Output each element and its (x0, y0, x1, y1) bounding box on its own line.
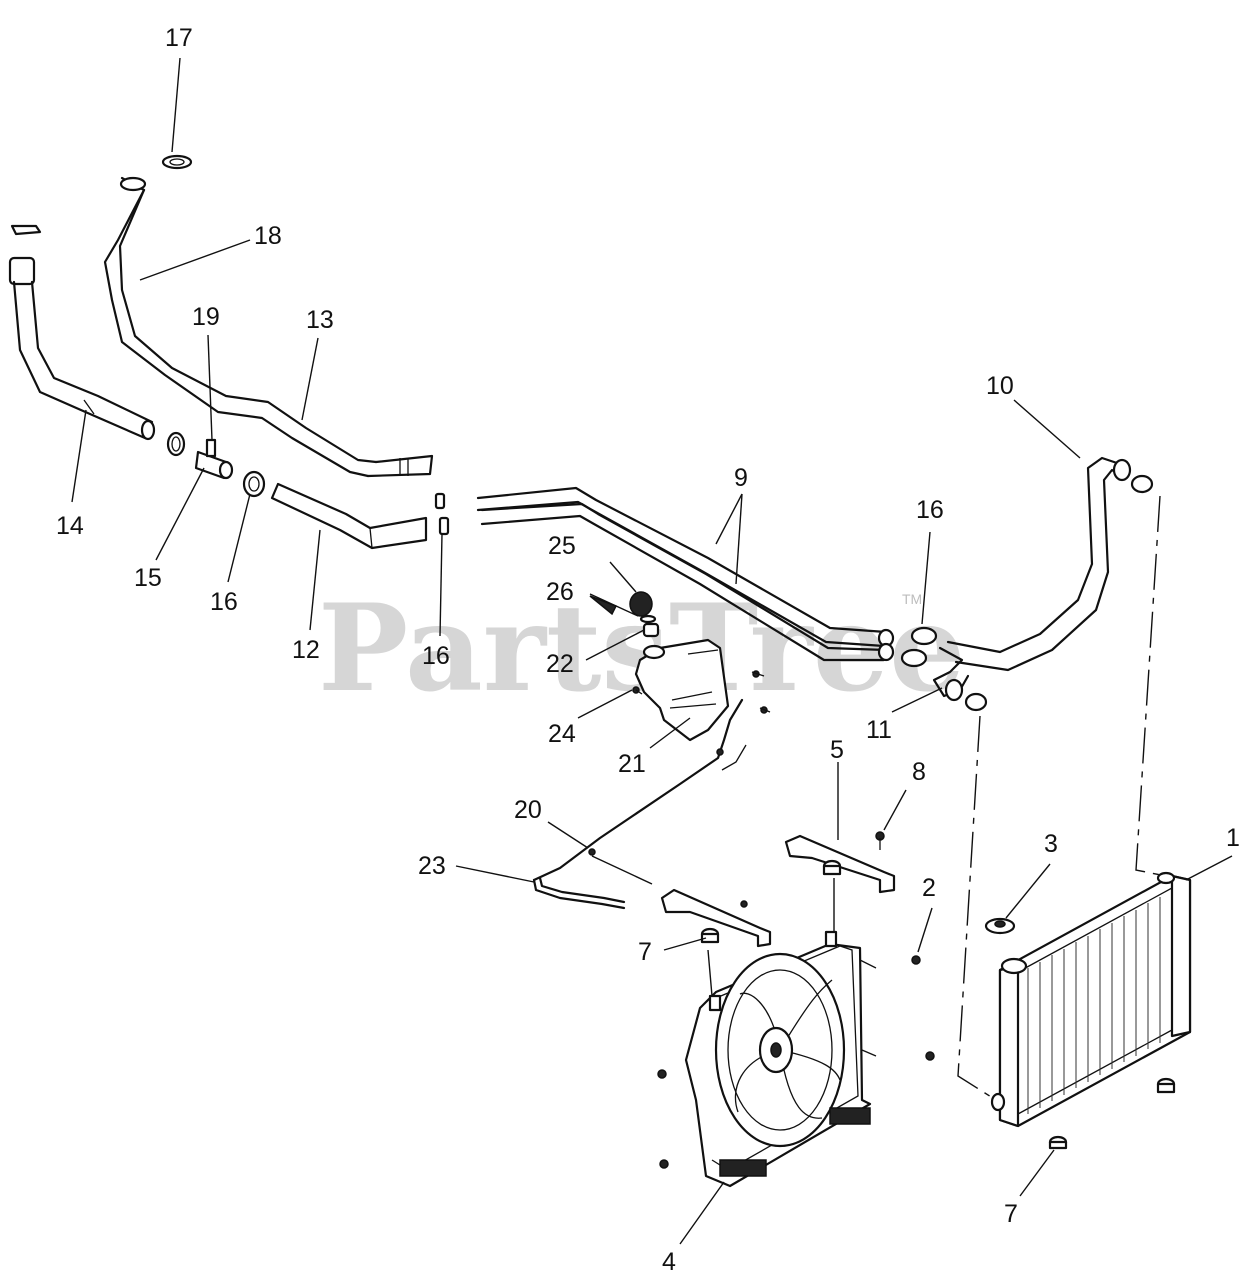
part-16-clips-center[interactable] (434, 492, 450, 536)
part-19-tee-fitting[interactable] (194, 438, 234, 480)
part-13-hose[interactable] (366, 454, 434, 478)
callout-15: 15 (134, 564, 162, 592)
callout-16-center: 16 (422, 642, 450, 670)
callout-22: 22 (546, 650, 574, 678)
callout-26: 26 (546, 578, 574, 606)
fan-mount-bracket[interactable] (660, 888, 772, 948)
part-7-grommet-left[interactable] (700, 927, 720, 944)
part-14-hose[interactable] (8, 256, 156, 441)
part-10-hose[interactable] (946, 456, 1154, 672)
part-18-hose[interactable] (103, 176, 378, 478)
part-7-grommet-right[interactable] (1156, 1077, 1176, 1094)
callout-10: 10 (986, 372, 1014, 400)
callout-20: 20 (514, 796, 542, 824)
callout-25: 25 (548, 532, 576, 560)
part-11-hose[interactable] (932, 646, 988, 712)
part-15-clamp[interactable] (166, 431, 186, 457)
part-4-fan-assembly[interactable] (657, 930, 935, 1188)
part-25-reservoir-cap[interactable] (629, 591, 653, 617)
part-24-screws[interactable] (632, 670, 771, 714)
part-23-hose[interactable] (532, 876, 626, 910)
part-3-radiator-cap[interactable] (984, 917, 1016, 935)
leader-lines (71, 57, 1233, 1245)
part-16-clamps-right[interactable] (900, 626, 938, 668)
callout-8: 8 (912, 758, 926, 786)
callout-4: 4 (662, 1248, 676, 1276)
routing-lines (957, 495, 1167, 1101)
callout-18: 18 (254, 222, 282, 250)
callout-7-bottom: 7 (1004, 1200, 1018, 1228)
callout-1: 1 (1226, 824, 1240, 852)
callout-12: 12 (292, 636, 320, 664)
callout-24: 24 (548, 720, 576, 748)
part-17-clamp[interactable] (161, 154, 193, 170)
callout-3: 3 (1044, 830, 1058, 858)
part-2-bolt[interactable] (911, 955, 921, 965)
part-20-overflow-line[interactable] (532, 698, 747, 882)
part-9-tubes[interactable] (476, 486, 895, 662)
callout-7-left: 7 (638, 938, 652, 966)
part-1-radiator[interactable] (990, 871, 1192, 1128)
callout-2: 2 (922, 874, 936, 902)
part-clip-top-left[interactable] (10, 224, 42, 236)
callout-14: 14 (56, 512, 84, 540)
part-22-reservoir-neck[interactable] (642, 622, 660, 638)
radiator-fins (1027, 897, 1161, 1114)
callout-labels: 17 18 19 13 14 15 16 12 16 9 10 16 11 25… (56, 24, 1240, 1276)
callout-9: 9 (734, 464, 748, 492)
part-21-coolant-reservoir[interactable] (634, 638, 730, 742)
callout-16-left: 16 (210, 588, 238, 616)
callout-16-right: 16 (916, 496, 944, 524)
part-7-grommet-upper[interactable] (822, 859, 842, 876)
part-12-hose[interactable] (270, 482, 428, 550)
callout-19: 19 (192, 303, 220, 331)
callout-11: 11 (866, 716, 892, 744)
callout-5: 5 (830, 736, 844, 764)
part-16-clamp-left[interactable] (242, 470, 266, 498)
watermark-trademark: TM (902, 591, 922, 607)
callout-21: 21 (618, 750, 646, 778)
part-26-gasket[interactable] (639, 614, 657, 624)
part-8-bolt[interactable] (875, 831, 885, 850)
callout-13: 13 (306, 306, 334, 334)
part-7-grommet-bottom[interactable] (1048, 1135, 1068, 1150)
callout-23: 23 (418, 852, 446, 880)
callout-17: 17 (165, 24, 193, 52)
